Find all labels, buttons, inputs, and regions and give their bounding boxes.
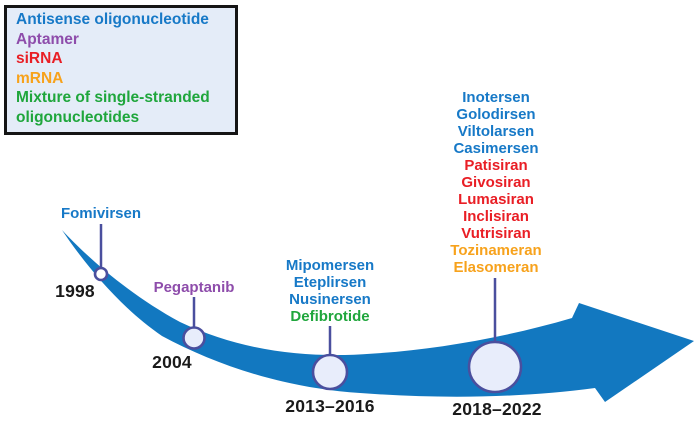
timeline-node-1998 xyxy=(93,266,109,282)
year-label-2004: 2004 xyxy=(152,352,192,372)
legend-item-aptamer: Aptamer xyxy=(16,30,79,48)
drug-label-inotersen: Inotersen xyxy=(462,89,530,106)
drug-label-viltolarsen: Viltolarsen xyxy=(457,123,535,140)
timeline-node-2018-2022 xyxy=(467,340,523,394)
legend-item-sirna: siRNA xyxy=(16,50,63,67)
timeline-node-2004 xyxy=(182,326,206,350)
drug-label-mipomersen: Mipomersen xyxy=(285,257,375,274)
drug-label-vutrisiran: Vutrisiran xyxy=(461,225,531,242)
timeline-node-2013-2016 xyxy=(311,353,349,391)
drug-group-2018-2022: Inotersen Golodirsen Viltolarsen Casimer… xyxy=(450,89,541,276)
drug-label-fomivirsen: Fomivirsen xyxy=(60,205,142,222)
drug-label-eteplirsen: Eteplirsen xyxy=(293,274,367,291)
drug-label-golodirsen: Golodirsen xyxy=(456,106,536,123)
drug-group-2013-2016: Mipomersen Eteplirsen Nusinersen Defibro… xyxy=(286,257,374,325)
timeline-arrow xyxy=(62,230,694,402)
legend-box: Antisense oligonucleotide Aptamer siRNA … xyxy=(4,5,238,135)
drug-label-lumasiran: Lumasiran xyxy=(458,191,534,208)
legend-item-antisense-oligonucleotide: Antisense oligonucleotide xyxy=(16,11,209,28)
drug-label-patisiran: Patisiran xyxy=(464,157,528,174)
drug-label-casimersen: Casimersen xyxy=(453,140,539,157)
drug-label-tozinameran: Tozinameran xyxy=(450,242,542,259)
year-label-1998: 1998 xyxy=(55,281,95,301)
year-label-2013-2016: 2013–2016 xyxy=(285,396,375,416)
legend-item-mrna: mRNA xyxy=(16,69,64,87)
legend-item-mixture-oligonucleotides: Mixture of single-stranded oligonucleoti… xyxy=(16,89,210,126)
drug-label-inclisiran: Inclisiran xyxy=(463,208,529,225)
drug-label-elasomeran: Elasomeran xyxy=(453,259,539,276)
drug-label-givosiran: Givosiran xyxy=(461,174,531,191)
drug-label-pegaptanib: Pegaptanib xyxy=(153,279,235,296)
drug-label-defibrotide: Defibrotide xyxy=(290,308,370,325)
year-label-2018-2022: 2018–2022 xyxy=(452,399,542,419)
drug-label-nusinersen: Nusinersen xyxy=(289,291,371,308)
